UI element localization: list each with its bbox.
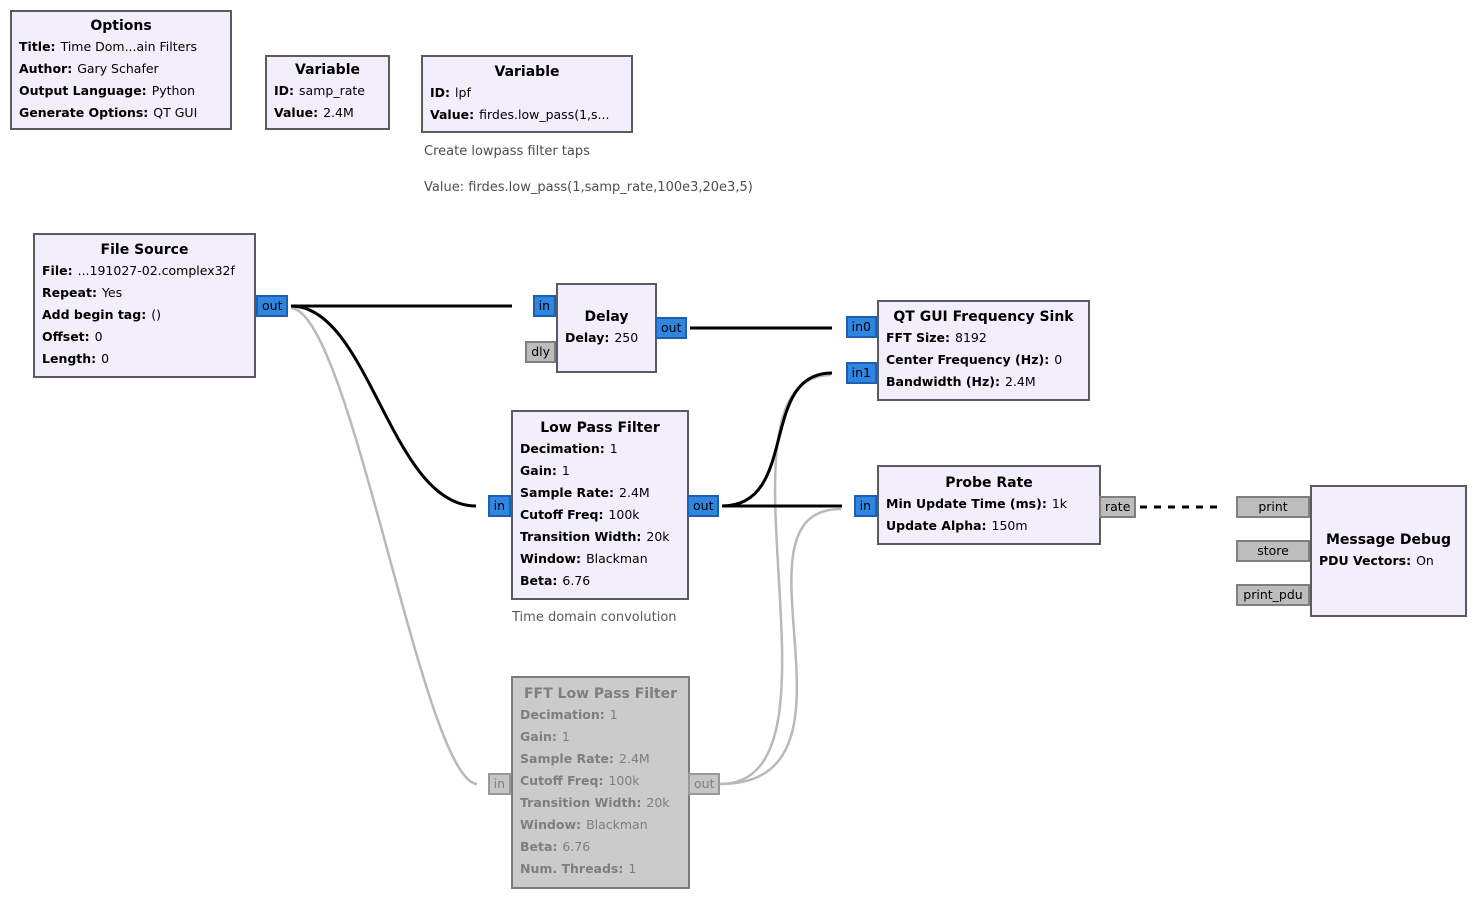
port-delay-dly[interactable]: dly xyxy=(525,341,556,363)
param-repeat: Repeat:Yes xyxy=(42,285,123,300)
block-fft-low-pass-filter[interactable]: FFT Low Pass Filter Decimation:1 Gain:1 … xyxy=(511,676,690,889)
param-transition-width: Transition Width:20k xyxy=(520,795,670,810)
param-transition-width: Transition Width:20k xyxy=(520,528,670,544)
port-lpf-in[interactable]: in xyxy=(487,495,511,517)
param-decimation: Decimation:1 xyxy=(520,707,618,722)
block-probe-rate[interactable]: Probe Rate Min Update Time (ms):1k Updat… xyxy=(877,465,1101,545)
param-id: ID:lpf xyxy=(430,84,471,100)
param-cutoff-freq: Cutoff Freq:100k xyxy=(520,506,640,522)
param-center-frequency: Center Frequency (Hz):0 xyxy=(886,352,1063,367)
comment-time-domain: Time domain convolution xyxy=(512,610,677,625)
block-variable-samp-rate[interactable]: Variable ID:samp_rate Value:2.4M xyxy=(265,55,390,130)
block-title: Low Pass Filter xyxy=(540,419,660,436)
param-decimation: Decimation:1 xyxy=(520,440,618,456)
block-variable-lpf[interactable]: Variable ID:lpf Value:firdes.low_pass(1,… xyxy=(421,55,633,133)
block-title: File Source xyxy=(100,242,189,258)
param-value: Value:firdes.low_pass(1,s... xyxy=(430,106,610,122)
port-message-debug-store[interactable]: store xyxy=(1236,540,1310,562)
param-offset: Offset:0 xyxy=(42,329,103,344)
port-freq-sink-in1[interactable]: in1 xyxy=(845,362,877,384)
block-options[interactable]: Options Title:Time Dom...ain Filters Aut… xyxy=(10,10,232,130)
param-length: Length:0 xyxy=(42,351,110,366)
port-freq-sink-in0[interactable]: in0 xyxy=(845,316,877,338)
wire-file-source-to-fft-lpf[interactable] xyxy=(290,306,478,786)
block-title: Variable xyxy=(494,63,560,80)
port-lpf-out[interactable]: out xyxy=(687,495,720,517)
port-probe-rate-rate[interactable]: rate xyxy=(1099,496,1137,518)
param-id: ID:samp_rate xyxy=(274,83,365,98)
param-pdu-vectors: PDU Vectors:On xyxy=(1319,552,1434,568)
param-beta: Beta:6.76 xyxy=(520,572,591,588)
param-title: Title:Time Dom...ain Filters xyxy=(19,38,197,54)
param-file: File:...191027-02.complex32f xyxy=(42,263,235,278)
port-delay-in[interactable]: in xyxy=(532,295,556,317)
comment-lpf-taps-line1: Create lowpass filter taps xyxy=(424,144,590,159)
wire-fft-lpf-to-freq-sink-in1[interactable] xyxy=(719,373,832,786)
port-message-debug-print[interactable]: print xyxy=(1236,496,1310,518)
param-cutoff-freq: Cutoff Freq:100k xyxy=(520,773,640,788)
param-gain: Gain:1 xyxy=(520,729,570,744)
block-title: Message Debug xyxy=(1325,531,1452,548)
param-min-update-time: Min Update Time (ms):1k xyxy=(886,495,1068,511)
block-title: Variable xyxy=(295,62,360,78)
port-delay-out[interactable]: out xyxy=(655,317,688,339)
param-window: Window:Blackman xyxy=(520,550,648,566)
port-fft-lpf-in[interactable]: in xyxy=(487,773,511,795)
param-generate-options: Generate Options:QT GUI xyxy=(19,104,198,120)
param-sample-rate: Sample Rate:2.4M xyxy=(520,751,650,766)
port-file-source-out[interactable]: out xyxy=(256,295,289,317)
port-fft-lpf-out[interactable]: out xyxy=(688,773,721,795)
param-num-threads: Num. Threads:1 xyxy=(520,861,637,876)
block-file-source[interactable]: File Source File:...191027-02.complex32f… xyxy=(33,233,256,378)
block-title: QT GUI Frequency Sink xyxy=(893,309,1074,325)
param-value: Value:2.4M xyxy=(274,105,354,120)
port-probe-rate-in[interactable]: in xyxy=(853,495,877,517)
block-low-pass-filter[interactable]: Low Pass Filter Decimation:1 Gain:1 Samp… xyxy=(511,410,689,600)
param-fft-size: FFT Size:8192 xyxy=(886,330,987,345)
wire-fft-lpf-to-probe-rate[interactable] xyxy=(719,507,842,786)
param-sample-rate: Sample Rate:2.4M xyxy=(520,484,650,500)
block-title: Options xyxy=(90,17,152,34)
port-message-debug-print-pdu[interactable]: print_pdu xyxy=(1236,584,1310,606)
param-update-alpha: Update Alpha:150m xyxy=(886,517,1028,533)
param-delay: Delay:250 xyxy=(565,329,639,345)
param-output-language: Output Language:Python xyxy=(19,82,196,98)
param-window: Window:Blackman xyxy=(520,817,648,832)
param-author: Author:Gary Schafer xyxy=(19,60,159,76)
param-gain: Gain:1 xyxy=(520,462,570,478)
comment-lpf-taps-line2: Value: firdes.low_pass(1,samp_rate,100e3… xyxy=(424,180,753,195)
param-add-begin-tag: Add begin tag:() xyxy=(42,307,161,322)
wire-file-source-to-lpf[interactable] xyxy=(290,304,477,508)
block-delay[interactable]: Delay Delay:250 xyxy=(556,283,657,373)
block-qt-gui-frequency-sink[interactable]: QT GUI Frequency Sink FFT Size:8192 Cent… xyxy=(877,300,1090,401)
param-beta: Beta:6.76 xyxy=(520,839,591,854)
block-title: FFT Low Pass Filter xyxy=(523,686,678,702)
param-bandwidth: Bandwidth (Hz):2.4M xyxy=(886,374,1036,389)
wire-lpf-to-freq-sink-in1[interactable] xyxy=(721,371,833,508)
block-message-debug[interactable]: Message Debug PDU Vectors:On xyxy=(1310,485,1467,617)
block-title: Delay xyxy=(584,308,629,325)
block-title: Probe Rate xyxy=(945,474,1033,491)
